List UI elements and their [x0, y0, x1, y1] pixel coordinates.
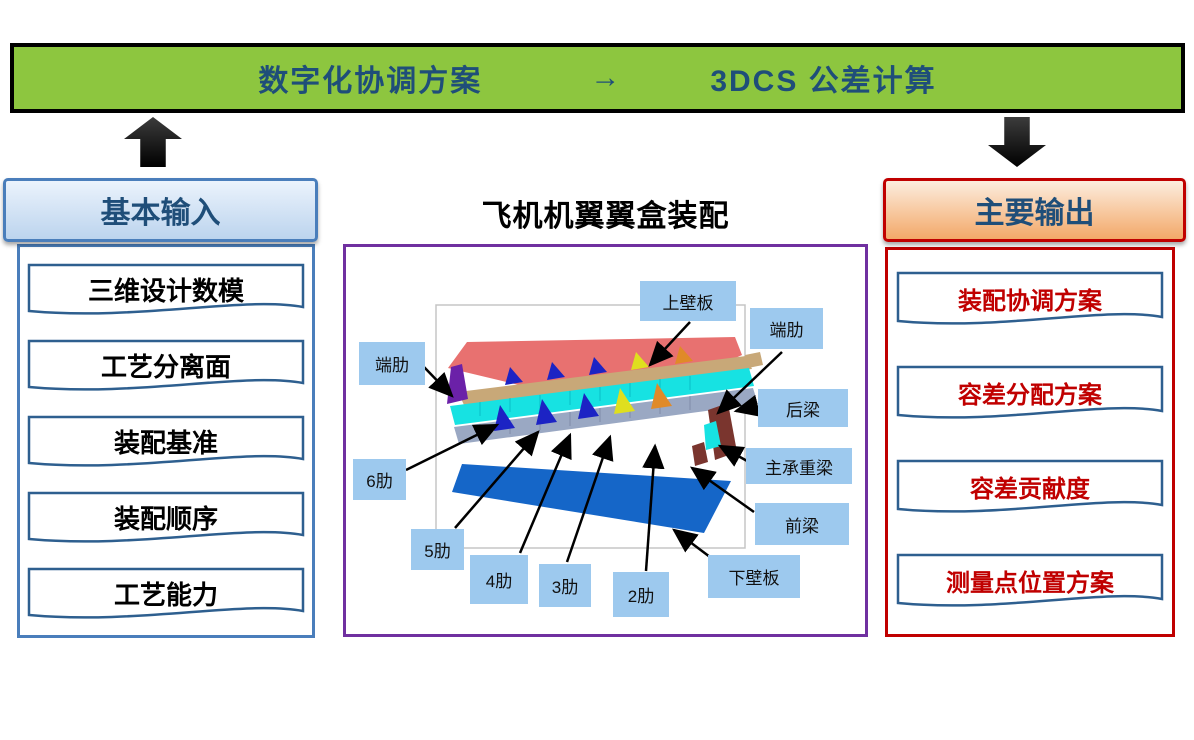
input-panel-title: 基本输入 — [100, 197, 221, 230]
front-spar-shape — [454, 388, 758, 444]
rear-spar-shape — [458, 356, 752, 405]
banner-arrow-icon: → — [590, 61, 623, 94]
front-spar-end-shape — [692, 442, 708, 466]
rib-shape — [536, 399, 557, 425]
input-item-document: 装配基准 — [27, 415, 305, 477]
output-item-document: 测量点位置方案 — [896, 553, 1164, 617]
process-banner: 数字化协调方案 → 3DCS 公差计算 — [10, 43, 1185, 113]
label-rib5: 5肋 — [411, 529, 464, 570]
output-panel-header: 主要输出 — [883, 178, 1186, 242]
label-lower-panel: 下壁板 — [708, 555, 800, 598]
callout-arrows — [405, 321, 783, 572]
rib-shape — [631, 352, 649, 370]
label-rib3: 3肋 — [539, 564, 591, 607]
output-item-document: 装配协调方案 — [896, 271, 1164, 335]
input-item-document: 三维设计数模 — [27, 263, 305, 325]
rib-shape — [651, 383, 672, 409]
rib-shape — [547, 362, 565, 380]
input-panel: 三维设计数模 工艺分离面 装配基准 装配顺序 工艺能力 — [17, 244, 315, 638]
output-item-document: 容差分配方案 — [896, 365, 1164, 429]
label-rib6: 6肋 — [353, 459, 406, 500]
rib-shape — [578, 393, 599, 419]
output-panel-title: 主要输出 — [974, 197, 1095, 230]
banner-phase-from: 数字化协调方案 — [258, 65, 483, 98]
input-item-document: 工艺能力 — [27, 567, 305, 629]
label-end-rib-left: 端肋 — [359, 342, 425, 385]
model-image-frame — [435, 304, 746, 549]
rear-spar-tab-shape — [745, 352, 763, 368]
wing-box-3d-model — [405, 304, 783, 572]
label-upper-panel: 上壁板 — [640, 281, 736, 321]
arrow-up-icon — [124, 117, 182, 167]
rib-shape — [675, 346, 693, 364]
label-front-spar: 前梁 — [755, 503, 849, 545]
label-rear-spar: 后梁 — [758, 389, 848, 427]
banner-phase-to: 3DCS 公差计算 — [710, 65, 937, 98]
label-rib4: 4肋 — [470, 555, 528, 604]
label-rib2: 2肋 — [613, 572, 669, 617]
label-end-rib-right: 端肋 — [750, 308, 823, 349]
rib-shape — [614, 388, 635, 414]
lower-panel-shape — [452, 464, 731, 533]
cyan-notch-shape — [704, 421, 721, 450]
cyan-beam-shape — [450, 368, 754, 425]
cyan-ticks — [479, 376, 691, 416]
label-main-bearing-spar: 主承重梁 — [746, 448, 852, 484]
input-item-document: 工艺分离面 — [27, 339, 305, 401]
rib-shape — [494, 405, 515, 431]
arrow-down-icon — [988, 117, 1046, 167]
output-item-document: 容差贡献度 — [896, 459, 1164, 523]
output-panel: 装配协调方案 容差分配方案 容差贡献度 测量点位置方案 — [885, 247, 1175, 637]
rib-shape — [505, 367, 523, 385]
rib-shape — [589, 357, 607, 375]
input-panel-header: 基本输入 — [3, 178, 318, 242]
input-item-document: 装配顺序 — [27, 491, 305, 553]
figure-title: 飞机机翼翼盒装配 — [481, 200, 730, 233]
